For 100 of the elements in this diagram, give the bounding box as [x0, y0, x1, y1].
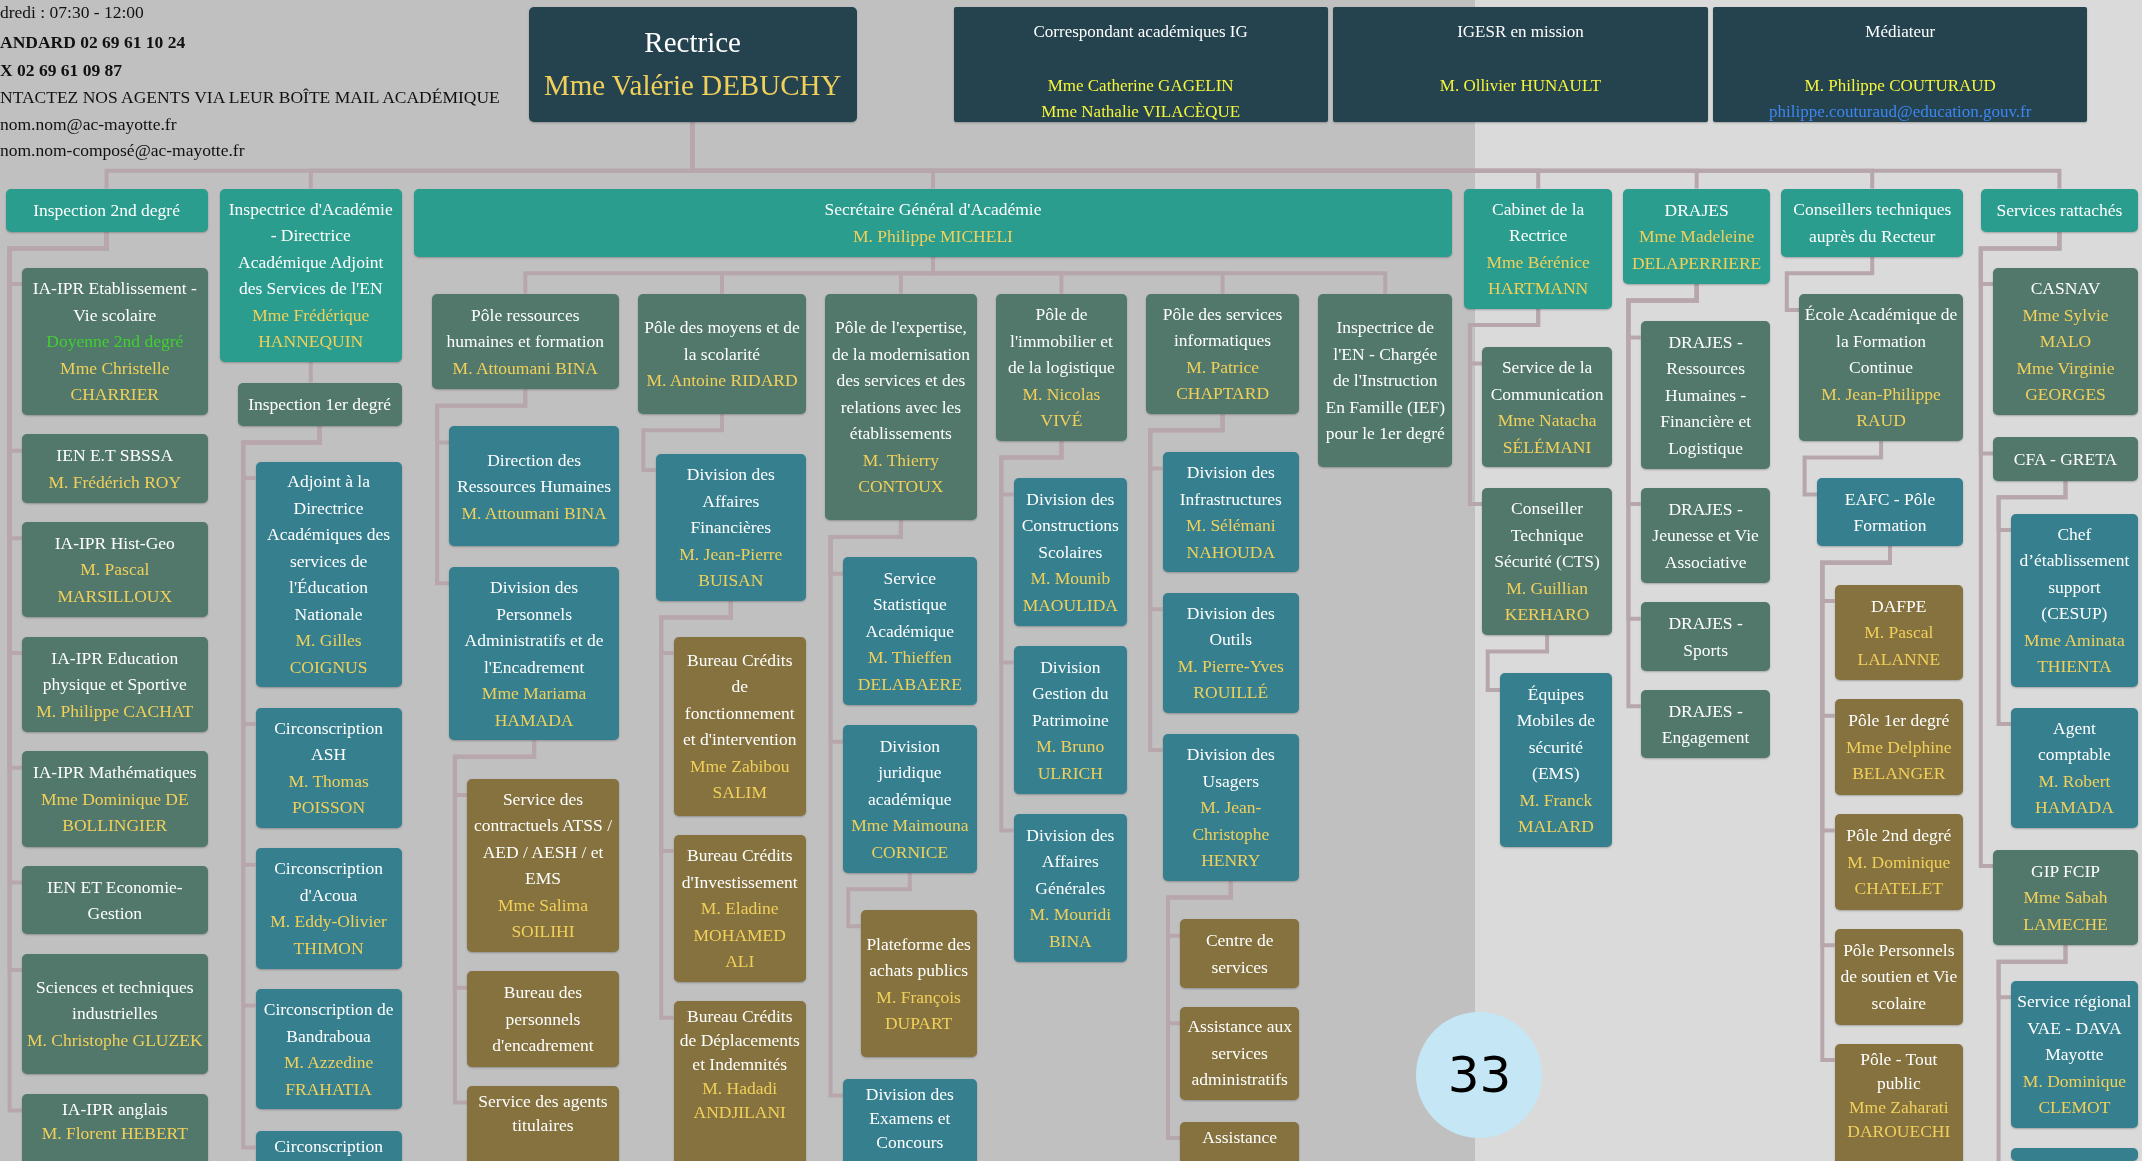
role-label: Doyenne 2nd degré [46, 330, 184, 354]
unit-title: DAFPE [1871, 594, 1927, 618]
org-box [842, 1079, 977, 1161]
org-box [655, 453, 806, 602]
phone-number: X 02 69 61 09 87 [0, 59, 122, 82]
unit-title: Division des Affaires Générales [1025, 823, 1116, 900]
person-name: M. Eladine MOHAMED ALI [692, 897, 787, 974]
org-box [842, 557, 977, 705]
unit-title: Agent comptable [2036, 716, 2112, 767]
person-name: M. Christophe GLUZEK [27, 1028, 203, 1052]
unit-title: Pôle 1er degré [1848, 709, 1950, 733]
person-name: Mme Zabibou SALIM [688, 754, 791, 805]
unit-title: Pôle Personnels de soutien et Vie scolaire [1839, 939, 1958, 1015]
org-box [1834, 1043, 1963, 1161]
unit-title: Équipes Mobiles de sécurité (EMS) [1515, 682, 1596, 786]
org-box [1834, 584, 1963, 681]
unit-title: Circonscription de Bandraboua [262, 998, 395, 1048]
unit-title: École Académique de la Formation Continue [1804, 303, 1958, 380]
unit-title: Chef d’établissement support (CESUP) [2018, 522, 2131, 626]
org-box [21, 866, 208, 935]
person-name: M. Nicolas VIVÉ [1021, 382, 1102, 433]
person-name: M. Attoumani BINA [452, 356, 598, 380]
connector-line [1996, 480, 2068, 726]
org-box [1993, 437, 2138, 481]
unit-title: Bureau Crédits d'Investissement [680, 844, 799, 894]
person-name: M. Antoine RIDARD [646, 369, 798, 393]
connector-line [641, 413, 724, 472]
org-box [467, 971, 619, 1067]
unit-title: IEN E.T SBSSA [56, 444, 174, 468]
unit-title: Service de la Communication [1489, 356, 1605, 406]
unit-title: Circonscription d'Acoua [273, 857, 385, 907]
unit-title: Division juridique académique [867, 734, 953, 811]
org-box [21, 521, 208, 618]
unit-title: Division des Affaires Financières [685, 463, 776, 540]
org-box [1781, 188, 1964, 257]
person-name: M. Gilles COIGNUS [288, 629, 369, 679]
org-box [1799, 293, 1963, 442]
connector-line [1626, 284, 1699, 709]
unit-title: IA-IPR Etablissement - Vie scolaire [31, 277, 198, 327]
unit-title: Circonscription [274, 1135, 384, 1159]
connector-line [1802, 441, 1884, 497]
unit-title: Pôle ressources humaines et formation [445, 303, 605, 354]
person-name: M. Guillian KERHARO [1503, 576, 1591, 627]
org-box [1146, 293, 1300, 414]
org-box [1640, 689, 1771, 759]
unit-title: IA-IPR Education physique et Sportive [41, 646, 188, 697]
org-box [219, 188, 402, 362]
unit-title: CASNAV [2030, 277, 2101, 301]
contact-note: NTACTEZ NOS AGENTS VIA LEUR BOÎTE MAIL ACADÉMIQUE [0, 86, 500, 109]
unit-title: Division des Outils [1185, 601, 1276, 652]
org-box [449, 566, 619, 741]
connector-line [308, 362, 313, 383]
org-box [1499, 673, 1612, 847]
unit-title: Pôle des services informatiques [1161, 302, 1284, 353]
org-box [1834, 699, 1963, 796]
org-box [1993, 267, 2138, 416]
connector-line [1485, 635, 1550, 692]
org-box [1980, 188, 2138, 233]
person-name: Mme Dominique DE BOLLINGIER [39, 787, 190, 838]
unit-title: Division des Personnels Administratifs et de l'Encadrement [463, 576, 605, 679]
org-box [1013, 814, 1127, 962]
org-box [1162, 592, 1300, 714]
unit-title: Pôle 2nd degré [1846, 824, 1952, 848]
unit-title: Service des contractuels ATSS / AED / AESH / et EMS [472, 787, 613, 891]
person-name: M. Robert HAMADA [2034, 769, 2115, 820]
org-box [449, 426, 619, 547]
person-name: M. Philippe COUTURAUD [1804, 74, 1996, 97]
person-name: Mme Salima SOILIHI [497, 893, 589, 944]
org-box [21, 434, 208, 503]
person-name: Mme Virginie GEORGES [2015, 356, 2116, 407]
org-box [1640, 487, 1771, 584]
person-name: M. Philippe CACHAT [36, 699, 194, 723]
unit-title: Bureau Crédits de Déplacements et Indemnités [678, 1005, 801, 1077]
org-box [5, 188, 208, 233]
unit-title: Cabinet de la Rectrice [1490, 197, 1586, 248]
org-box [255, 707, 402, 828]
unit-title: DRAJES - Jeunesse et Vie Associative [1651, 497, 1760, 574]
org-box [21, 1094, 208, 1161]
org-box [237, 382, 402, 427]
unit-title: Conseillers techniques auprès du Recteur [1792, 198, 1953, 248]
org-box [1333, 6, 1708, 122]
unit-title: Sciences et techniques industrielles [35, 975, 195, 1026]
unit-title: IA-IPR anglais [62, 1098, 168, 1122]
person-name: Mme Natacha SÉLÉMANI [1496, 409, 1598, 459]
person-name: Mme Nathalie VILACÈQUE [1041, 100, 1241, 123]
unit-title: GIP FCIP [2031, 859, 2100, 883]
person-name: M. Jean-Pierre BUISAN [678, 542, 784, 593]
person-name: M. Sélémani NAHOUDA [1185, 514, 1277, 564]
org-box [255, 848, 402, 969]
unit-title: Division des Constructions Scolaires [1020, 487, 1120, 564]
person-name: M. Ollivier HUNAULT [1439, 74, 1602, 97]
org-box [255, 461, 402, 688]
org-box [860, 909, 977, 1058]
person-name: Mme Sabah LAMECHE [2022, 886, 2109, 936]
org-box [1162, 733, 1300, 882]
unit-title: Pôle de l'expertise, de la modernisation des services et des relations avec les établissements [830, 316, 971, 446]
unit-title: Inspection 1er degré [248, 393, 392, 417]
unit-title: DRAJES - Ressources Humaines - Financière et Logistique [1659, 330, 1752, 460]
person-name: Mme Zaharati DAROUECHI [1846, 1095, 1952, 1143]
phone-number: ANDARD 02 69 61 10 24 [0, 31, 186, 54]
